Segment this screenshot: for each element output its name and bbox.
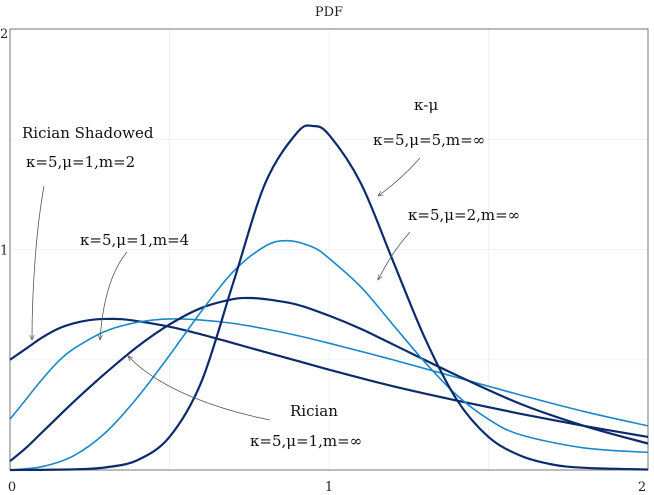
annotation-km-title: κ-μ	[414, 96, 438, 114]
grid	[10, 29, 648, 470]
series-line-2	[9, 318, 649, 427]
x-tick-label: 2	[638, 480, 646, 495]
x-tick-label: 1	[325, 480, 333, 495]
annotation-shadowed-m4: κ=5,μ=1,m=4	[80, 231, 189, 249]
annotation-km-mu5: κ=5,μ=5,m=∞	[373, 131, 485, 149]
chart-title: PDF	[315, 5, 343, 20]
annotation-km-mu2: κ=5,μ=2,m=∞	[408, 206, 520, 224]
arrow-km-mu5	[378, 157, 421, 196]
arrow-km-mu2	[378, 231, 411, 280]
series-line-5	[9, 124, 649, 472]
y-tick-label: 2	[0, 27, 8, 42]
arrow-rician	[128, 356, 271, 421]
annotation-rician-shadowed-title: Rician Shadowed	[22, 124, 154, 142]
annotation-rician-params: κ=5,μ=1,m=∞	[250, 432, 362, 450]
arrow-shadowed-m2	[32, 185, 45, 340]
annotation-shadowed-m2: κ=5,μ=1,m=2	[26, 153, 135, 171]
series-group	[9, 124, 649, 472]
plot-frame	[9, 28, 649, 471]
tick-labels: 0 1 2 1 2	[0, 27, 646, 495]
y-tick-label: 1	[0, 244, 8, 259]
annotation-rician-title: Rician	[290, 402, 338, 420]
series-line-4	[9, 239, 649, 471]
series-line-3	[9, 296, 649, 463]
x-tick-label: 0	[8, 480, 16, 495]
arrow-shadowed-m4	[100, 251, 128, 340]
